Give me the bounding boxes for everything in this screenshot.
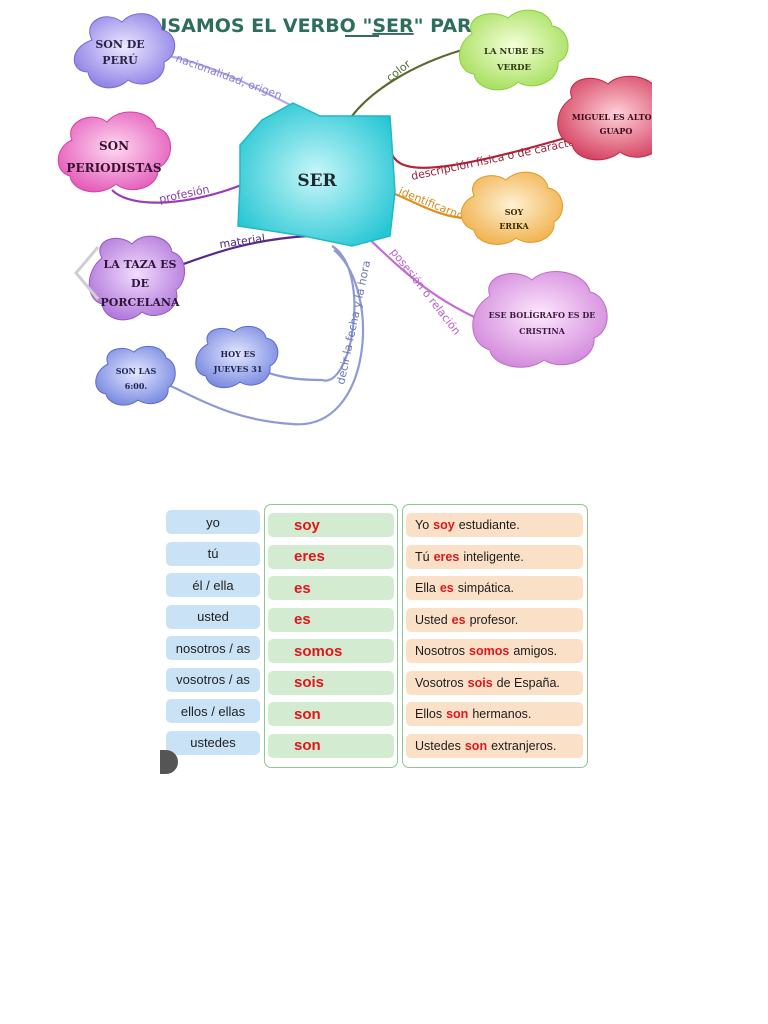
pronoun-cell: ustedes — [166, 730, 260, 755]
pronoun-cell: usted — [166, 604, 260, 629]
cloud-color: LA NUBE ES VERDE — [459, 9, 569, 91]
connector-descripcion — [388, 134, 573, 169]
ser-conjugation-table: yo tú él / ella usted nosotros / as vosotros … — [162, 502, 590, 774]
example-pre: Yo — [415, 518, 430, 532]
cloud-text: GUAPO — [600, 126, 633, 136]
verb-cell: es — [268, 576, 394, 600]
example-verb: es — [451, 612, 466, 627]
cloud-text: SON DE — [95, 38, 144, 51]
cloud-material: LA TAZA ES DE PORCELANA — [88, 235, 185, 321]
label-identificarnos: identificarnos — [397, 185, 471, 225]
example-verb: son — [464, 738, 488, 753]
verb-cell: son — [268, 702, 394, 726]
example-pre: Nosotros — [415, 644, 466, 658]
chevron-left-icon[interactable] — [72, 243, 102, 303]
cloud-text: VERDE — [496, 63, 532, 73]
example-verb: soy — [433, 518, 455, 532]
label-color: color — [384, 57, 414, 84]
cloud-fecha-hora: SON LAS 6:00. — [95, 345, 176, 406]
example-post: simpática. — [457, 581, 515, 595]
label-posesion: posesión o relación — [388, 246, 464, 338]
example-post: de España. — [496, 675, 560, 690]
cloud-descripcion: MIGUEL ES ALTO Y GUAPO — [557, 75, 652, 161]
example-pre: Usted — [415, 612, 448, 627]
label-nacionalidad: nacionalidad, origen — [174, 52, 284, 103]
cloud-fecha-dia: HOY ES JUEVES 31 — [195, 325, 279, 389]
cloud-text: ESE BOLÍGRAFO ES DE — [489, 310, 596, 320]
example-verb: es — [439, 581, 454, 595]
pronoun-cell: él / ella — [166, 573, 260, 597]
example-pre: Ellos — [415, 707, 443, 721]
map-title: USAMOS EL VERBO "SER" PARA... — [152, 15, 508, 37]
example-pre: Ella — [415, 581, 436, 595]
example-post: amigos. — [513, 644, 558, 658]
example-post: estudiante. — [458, 518, 520, 532]
connector-fecha — [266, 245, 356, 382]
example-post: profesor. — [469, 612, 519, 627]
verb-column: soy eres es es somos sois son son — [264, 504, 398, 768]
cloud-text: PORCELANA — [101, 296, 180, 309]
connector-fecha-2 — [161, 249, 365, 426]
cloud-text: JUEVES 31 — [213, 364, 263, 374]
cloud-text: LA NUBE ES — [484, 47, 544, 57]
example-verb: eres — [433, 549, 460, 564]
cloud-text: SOY — [505, 207, 524, 217]
pronoun-cell: yo — [166, 510, 260, 534]
connector-color — [351, 48, 463, 117]
example-post: hermanos. — [472, 707, 532, 721]
cloud-text: CRISTINA — [519, 326, 566, 336]
verb-cell: eres — [268, 544, 394, 569]
example-pre: Ustedes — [415, 738, 461, 753]
verb-cell: son — [268, 733, 394, 758]
pronoun-cell: tú — [166, 541, 260, 566]
verb-cell: soy — [268, 513, 394, 537]
example-pre: Vosotros — [415, 675, 464, 690]
example-verb: sois — [467, 675, 493, 690]
example-verb: somos — [469, 644, 510, 658]
example-post: inteligente. — [463, 549, 524, 564]
corner-badge — [160, 750, 178, 774]
pronoun-cell: vosotros / as — [166, 667, 260, 692]
center-node — [237, 102, 396, 247]
connector-profesion — [111, 182, 245, 204]
example-pre: Tú — [415, 549, 430, 564]
verb-cell: sois — [268, 670, 394, 695]
cloud-text: MIGUEL ES ALTO Y — [572, 112, 652, 122]
cloud-text: PERÚ — [102, 53, 138, 67]
verb-cell: somos — [268, 639, 394, 663]
cloud-text: SON LAS — [116, 366, 157, 376]
connector-nacionalidad — [163, 53, 301, 111]
cloud-text: ERIKA — [499, 221, 529, 231]
example-verb: son — [446, 707, 469, 721]
cloud-text: DE — [131, 277, 149, 290]
cloud-profesion: SON PERIODISTAS — [57, 111, 171, 193]
cloud-identificarnos: SOY ERIKA — [460, 171, 563, 245]
ser-mind-map: USAMOS EL VERBO "SER" PARA... nacionalid… — [52, 0, 652, 432]
cloud-text: HOY ES — [221, 349, 256, 359]
cloud-nacionalidad: SON DE PERÚ — [73, 13, 176, 89]
label-profesion: profesión — [158, 183, 211, 206]
cloud-posesion: ESE BOLÍGRAFO ES DE CRISTINA — [472, 271, 608, 368]
verb-cell: es — [268, 607, 394, 632]
label-material: material — [219, 232, 266, 251]
cloud-text: SON — [99, 139, 129, 153]
pronoun-cell: nosotros / as — [166, 636, 260, 660]
center-label: SER — [297, 171, 337, 191]
cloud-text: LA TAZA ES — [104, 258, 177, 271]
cloud-text: 6:00. — [125, 381, 148, 391]
example-post: extranjeros. — [491, 738, 557, 753]
pronoun-cell: ellos / ellas — [166, 699, 260, 723]
cloud-text: PERIODISTAS — [66, 161, 161, 175]
connector-posesion — [365, 235, 493, 327]
